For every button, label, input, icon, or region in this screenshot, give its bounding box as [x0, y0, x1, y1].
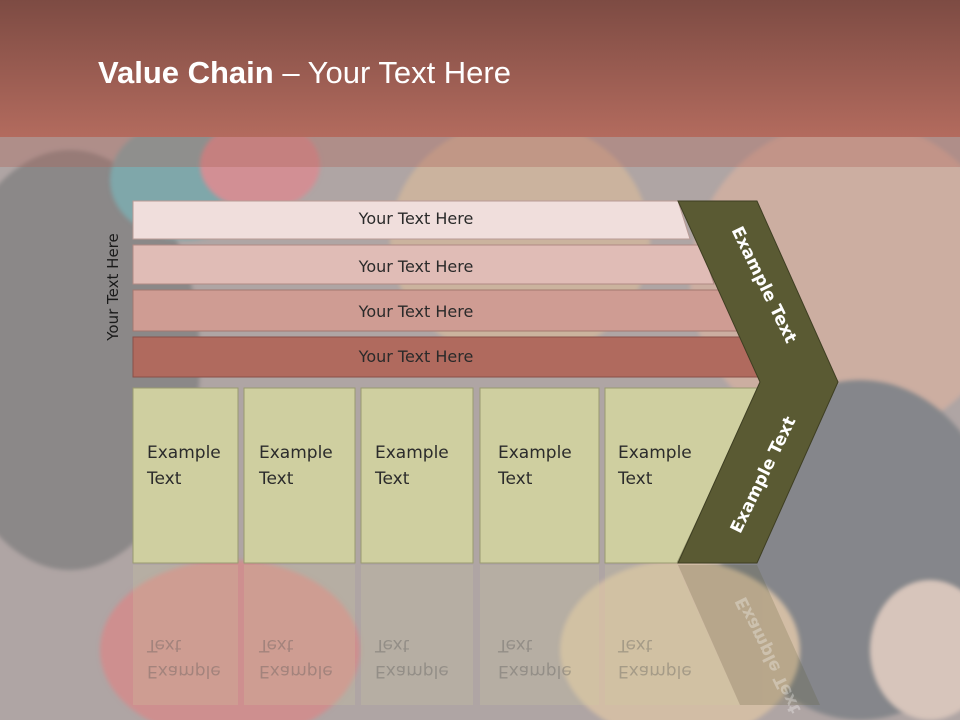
slide-title-bold: Value Chain	[98, 55, 274, 90]
reflection-label-3: Example Text	[375, 632, 449, 684]
activity-box-2-line1: Example	[259, 443, 333, 463]
reflection-box-3	[361, 565, 473, 705]
reflection-box-2	[244, 565, 355, 705]
row-label-2: Your Text Here	[358, 257, 474, 276]
activity-box-1[interactable]	[132, 387, 239, 564]
activity-box-2[interactable]	[243, 387, 356, 564]
reflection-box-1	[133, 565, 238, 705]
reflection-box-4	[480, 565, 599, 705]
activity-box-5-line1: Example	[618, 443, 692, 463]
reflection-label-3-line2: Text	[375, 635, 410, 655]
activity-box-1-line2: Text	[147, 469, 182, 489]
reflection-label-4: Example Text	[498, 632, 572, 684]
reflection-label-2-line1: Example	[259, 661, 333, 681]
reflection-label-5: Example Text	[618, 632, 692, 684]
activity-box-3-line1: Example	[375, 443, 449, 463]
activity-box-5[interactable]	[604, 387, 761, 564]
reflection-box-5	[605, 565, 740, 705]
slide-title: Value Chain – Your Text Here	[98, 55, 511, 91]
reflection-label-5-line2: Text	[618, 635, 653, 655]
activity-box-1-line1: Example	[147, 443, 221, 463]
reflection-chevron	[678, 565, 820, 705]
reflection-label-1: Example Text	[147, 632, 221, 684]
reflection-label-1-line2: Text	[147, 635, 182, 655]
slide-title-rest: – Your Text Here	[273, 55, 511, 90]
diagram-reflection	[133, 565, 820, 705]
reflection-label-4-line2: Text	[498, 635, 533, 655]
reflection-label-4-line1: Example	[498, 661, 572, 681]
reflection-label-1-line1: Example	[147, 661, 221, 681]
reflection-label-2-line2: Text	[259, 635, 294, 655]
row-bar-2[interactable]	[132, 244, 715, 285]
row-label-1: Your Text Here	[358, 209, 474, 228]
activity-box-3-line2: Text	[375, 469, 410, 489]
activity-box-4-line1: Example	[498, 443, 572, 463]
activity-box-3[interactable]	[360, 387, 474, 564]
reflection-label-3-line1: Example	[375, 661, 449, 681]
reflection-label-5-line1: Example	[618, 661, 692, 681]
row-label-4: Your Text Here	[358, 347, 474, 366]
activity-box-5-line2: Text	[618, 469, 653, 489]
activity-box-4-line2: Text	[498, 469, 533, 489]
title-bar-band	[0, 137, 960, 167]
row-bar-1[interactable]	[132, 200, 691, 240]
reflection-label-2: Example Text	[259, 632, 333, 684]
activity-box-2-line2: Text	[259, 469, 294, 489]
row-label-3: Your Text Here	[358, 302, 474, 321]
margin-chevron[interactable]	[677, 200, 839, 564]
title-bar	[0, 0, 960, 167]
activity-box-4[interactable]	[479, 387, 600, 564]
